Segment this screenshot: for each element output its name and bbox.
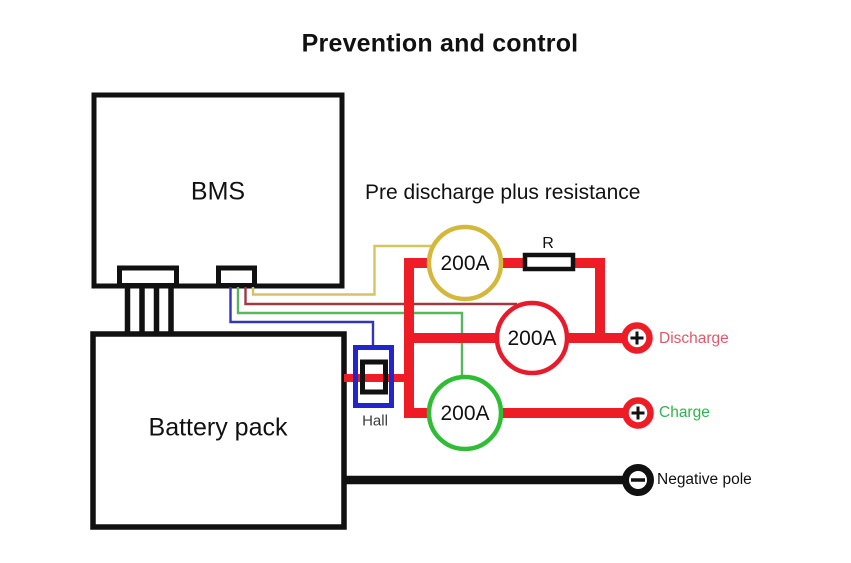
charge-contactor-circle [426,374,504,452]
charge-rating-label: 200A [440,402,490,425]
discharge-rating-label: 200A [507,327,557,350]
maroon-control-wire [244,287,517,306]
precharge-rating-label: 200A [440,252,490,275]
bms-connector-right [216,265,257,288]
hall-sensor-box [353,345,394,408]
blue-control-wire [229,287,375,348]
plus-icon [631,406,645,420]
bms-label: BMS [190,177,246,206]
bms-connector-left [117,265,179,288]
discharge-label: Discharge [659,330,729,347]
charge-terminal [622,397,654,429]
resistor-label: R [542,235,554,252]
battery-sense-pins [124,286,174,333]
hall-label: Hall [362,412,388,430]
discharge-terminal [621,322,653,354]
subtitle-label: Pre discharge plus resistance [365,181,641,204]
negative-pole-label: Negative pole [657,471,752,488]
precharge-contactor-circle [426,224,504,302]
battery-pack-box [90,331,347,530]
negative-terminal [622,464,654,496]
battery-pack-label: Battery pack [148,413,288,442]
resistor-box [522,252,576,272]
discharge-contactor-circle [494,300,570,376]
charge-label: Charge [659,404,710,421]
bms-box [91,92,345,289]
green-control-wire [236,287,464,376]
plus-icon [630,331,644,345]
yellow-control-wire [251,244,431,296]
hall-sensor-core [360,359,388,395]
diagram-title: Prevention and control [301,29,579,58]
